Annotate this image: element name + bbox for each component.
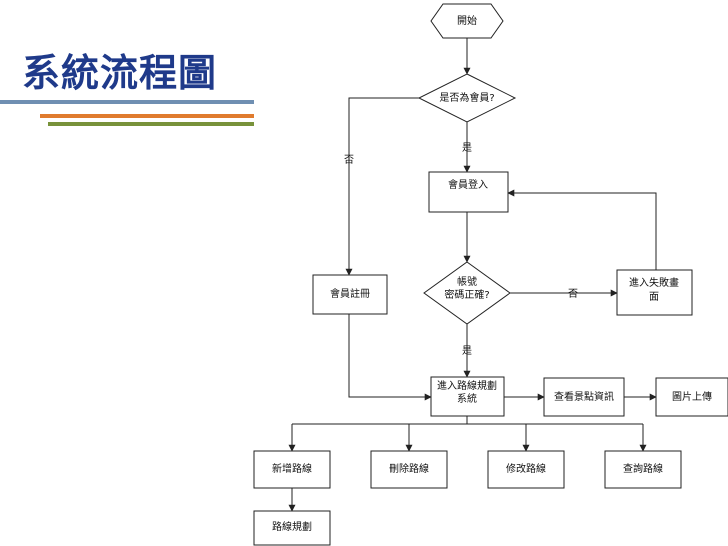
node-start: 開始 <box>430 3 504 39</box>
page-title: 系統流程圖 <box>22 51 218 95</box>
process-edit-route-label: 修改路線 <box>506 462 546 475</box>
process-query-route: 查詢路線 <box>604 450 682 489</box>
process-route-system-line2: 系統 <box>457 392 477 405</box>
decision-password-correct-line2: 密碼正確? <box>444 288 489 301</box>
process-add-route: 新增路線 <box>253 450 331 489</box>
edge-member-no-to-register <box>345 97 419 276</box>
process-member-login: 會員登入 <box>428 171 509 213</box>
process-route-system-line1: 進入路線規劃 <box>437 379 497 392</box>
process-member-register-label: 會員註冊 <box>330 287 370 300</box>
title-underline-green <box>48 122 254 126</box>
decision-password-correct-line1: 帳號 <box>457 275 477 288</box>
process-upload: 圖片上傳 <box>655 377 728 417</box>
title-underline-blue <box>0 100 254 104</box>
title-underline-orange <box>40 114 254 118</box>
process-edit-route: 修改路線 <box>487 450 565 489</box>
edge-label-pw-no: 否 <box>568 288 578 300</box>
process-member-register: 會員註冊 <box>312 274 388 315</box>
node-start-label: 開始 <box>457 14 477 27</box>
process-view-info-label: 查看景點資訊 <box>554 390 614 403</box>
edge-register-to-route <box>348 314 432 401</box>
process-fail-page-line2: 面 <box>649 292 659 303</box>
process-query-route-label: 查詢路線 <box>623 462 663 475</box>
process-plan-route: 路線規劃 <box>253 510 331 546</box>
decision-password-correct: 帳號 密碼正確? <box>423 261 511 325</box>
decision-is-member-label: 是否為會員? <box>439 91 494 104</box>
process-fail-page: 進入失敗畫 面 <box>616 269 693 316</box>
connectors <box>288 38 657 512</box>
process-view-info: 查看景點資訊 <box>543 377 625 417</box>
process-fail-page-line1: 進入失敗畫 <box>629 276 679 289</box>
edge-label-pw-yes: 是 <box>462 345 472 357</box>
process-member-login-label: 會員登入 <box>448 178 488 191</box>
decision-is-member: 是否為會員? <box>417 73 517 123</box>
edge-label-member-no: 否 <box>344 154 354 166</box>
process-plan-route-label: 路線規劃 <box>272 520 312 533</box>
process-delete-route: 刪除路線 <box>370 450 448 489</box>
process-add-route-label: 新增路線 <box>272 462 312 475</box>
process-route-system: 進入路線規劃 系統 <box>430 376 505 417</box>
edge-label-member-yes: 是 <box>462 142 472 154</box>
edge-fail-to-login <box>507 189 657 270</box>
process-delete-route-label: 刪除路線 <box>389 462 429 475</box>
process-upload-label: 圖片上傳 <box>672 390 712 403</box>
